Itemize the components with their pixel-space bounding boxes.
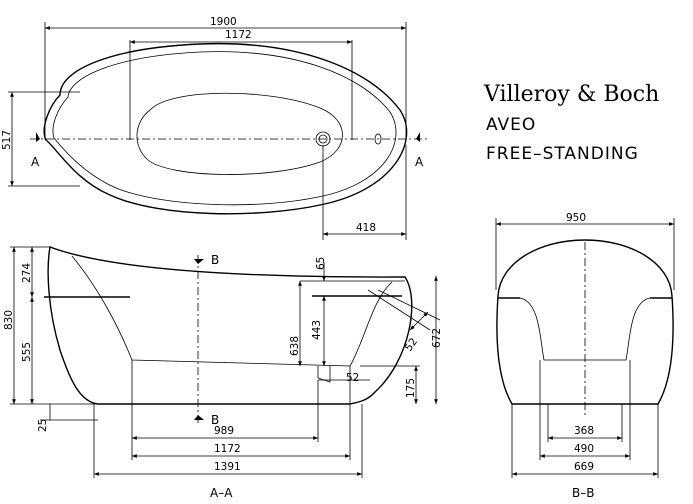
- cut-mark-bottom: B: [211, 413, 219, 427]
- overflow-icon: [374, 133, 382, 145]
- dim-overall-length: 1900: [210, 16, 237, 28]
- dim-depth-inner: 443: [311, 320, 323, 340]
- model-name: AVEO: [486, 115, 536, 135]
- dim-base-length: 1391: [214, 461, 241, 473]
- section-a-arrow-right: [416, 132, 420, 142]
- dim-base-width: 669: [574, 461, 594, 473]
- dim-inner-bottom: 368: [574, 425, 594, 437]
- dim-depth: 638: [289, 336, 301, 356]
- section-a-arrow-left: [36, 132, 40, 142]
- brand-block: Villeroy & Boch AVEO FREE–STANDING: [483, 82, 659, 164]
- dim-waste-offset: 52: [346, 372, 359, 384]
- dim-base-height: 175: [405, 378, 417, 398]
- section-a-mark-left: A: [31, 155, 40, 169]
- product-type: FREE–STANDING: [486, 144, 639, 164]
- cut-mark-top: B: [211, 253, 219, 267]
- dim-overflow-dia: 52: [403, 336, 421, 354]
- section-bb-label: B–B: [572, 486, 594, 500]
- dim-foot-width: 490: [574, 443, 594, 455]
- dim-total-height: 830: [3, 310, 15, 330]
- dim-inner-length: 1172: [225, 29, 252, 41]
- dim-overflow-height: 672: [431, 328, 443, 348]
- section-bb: 950 368 490 669 B–B: [495, 212, 675, 500]
- dim-body-height: 555: [21, 342, 33, 362]
- dim-drain-offset: 418: [356, 222, 376, 234]
- section-aa-basin: [71, 255, 393, 367]
- dim-bottom-length: 989: [214, 425, 234, 437]
- section-aa-label: A–A: [210, 486, 233, 500]
- plan-basin: [136, 92, 343, 175]
- dim-foot-height: 25: [37, 419, 49, 432]
- section-aa-outer-shell: [47, 246, 413, 405]
- dim-inner-length-aa: 1172: [214, 443, 241, 455]
- plan-inner-rim: [52, 51, 397, 206]
- dim-top-width: 950: [566, 212, 586, 224]
- dim-rim-height: 274: [21, 263, 33, 283]
- section-bb-outer-shell: [496, 239, 674, 405]
- brand-name: Villeroy & Boch: [483, 82, 659, 107]
- section-aa: B B 830 274 555 25 65 443 638 52 672 52: [3, 246, 443, 500]
- section-a-mark-right: A: [415, 155, 424, 169]
- plan-outer-rim: [43, 42, 408, 215]
- dim-rim-step: 65: [315, 257, 327, 270]
- plan-view: A A 1900 1172 517 418: [1, 16, 428, 240]
- dim-width: 517: [1, 130, 13, 150]
